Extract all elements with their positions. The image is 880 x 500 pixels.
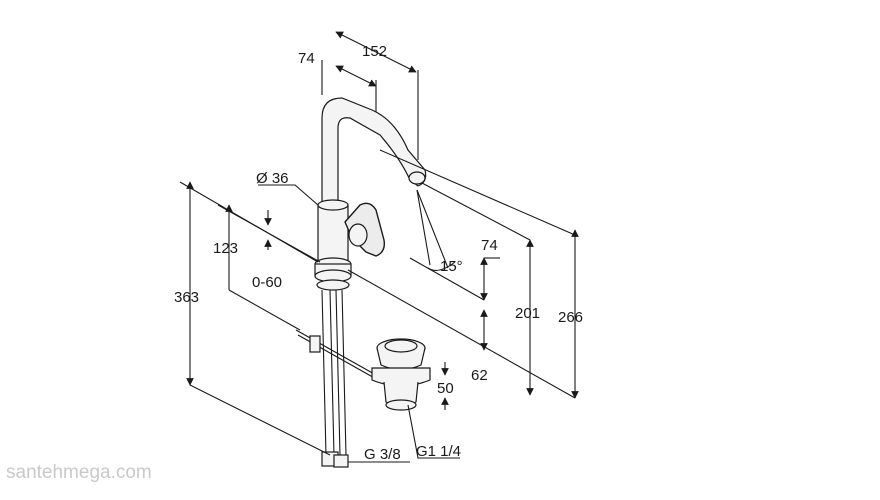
dim-266: 266 (558, 309, 583, 326)
dim-g1-1-4: G1 1/4 (416, 443, 461, 460)
dim-152: 152 (362, 43, 387, 60)
supply-hose-right (335, 289, 341, 456)
dim-15-degrees: 15° (440, 258, 463, 275)
spout (321, 97, 427, 206)
dim-201: 201 (515, 305, 540, 322)
dim-123: 123 (213, 240, 238, 257)
pull-rod (295, 329, 377, 376)
dim-diameter-36: Ø 36 (256, 170, 289, 187)
pop-up-waste (371, 338, 431, 411)
dim-74-right: 74 (481, 237, 498, 254)
dim-74-top: 74 (298, 50, 315, 67)
dimension-lines (179, 31, 579, 463)
faucet-illustration (295, 97, 431, 468)
faucet-body (317, 204, 349, 267)
supply-hose-left (321, 289, 327, 456)
dim-g-3-8: G 3/8 (364, 446, 401, 463)
dim-50: 50 (437, 380, 454, 397)
watermark: santehmega.com (6, 462, 152, 483)
base-ring-2 (316, 279, 350, 291)
dim-0-60: 0-60 (252, 274, 282, 291)
spout-outlet (408, 171, 426, 185)
dim-62: 62 (471, 367, 488, 384)
dim-363: 363 (174, 289, 199, 306)
